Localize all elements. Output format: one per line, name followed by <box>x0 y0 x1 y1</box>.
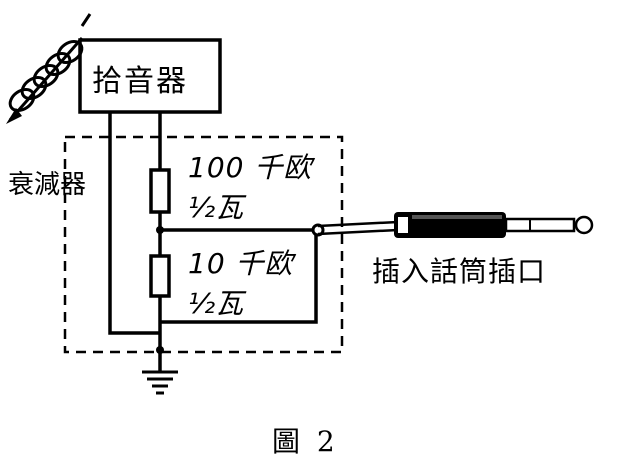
pickup-label: 拾音器 <box>92 64 188 99</box>
pickup-coil-icon <box>8 37 84 121</box>
attenuator-box <box>63 135 344 354</box>
resistor-top-power: ½瓦 <box>188 191 244 224</box>
ground-icon <box>142 346 178 395</box>
attenuator-label: 衰減器 <box>8 170 87 200</box>
resistor-top-value: 100 千欧 <box>188 151 313 184</box>
shielded-lead <box>317 220 399 236</box>
resistor-10k <box>149 254 171 298</box>
jack-label: 插入話筒插口 <box>372 255 547 288</box>
pickup-box <box>78 38 222 114</box>
figure-caption: 圖 2 <box>272 425 339 458</box>
junction-dot <box>156 226 164 234</box>
resistor-bottom-value: 10 千欧 <box>188 247 294 280</box>
coil-arrow-icon <box>6 13 92 124</box>
resistor-100k <box>149 168 171 214</box>
phone-plug-icon <box>394 212 594 238</box>
resistor-bottom-power: ½瓦 <box>188 287 244 320</box>
